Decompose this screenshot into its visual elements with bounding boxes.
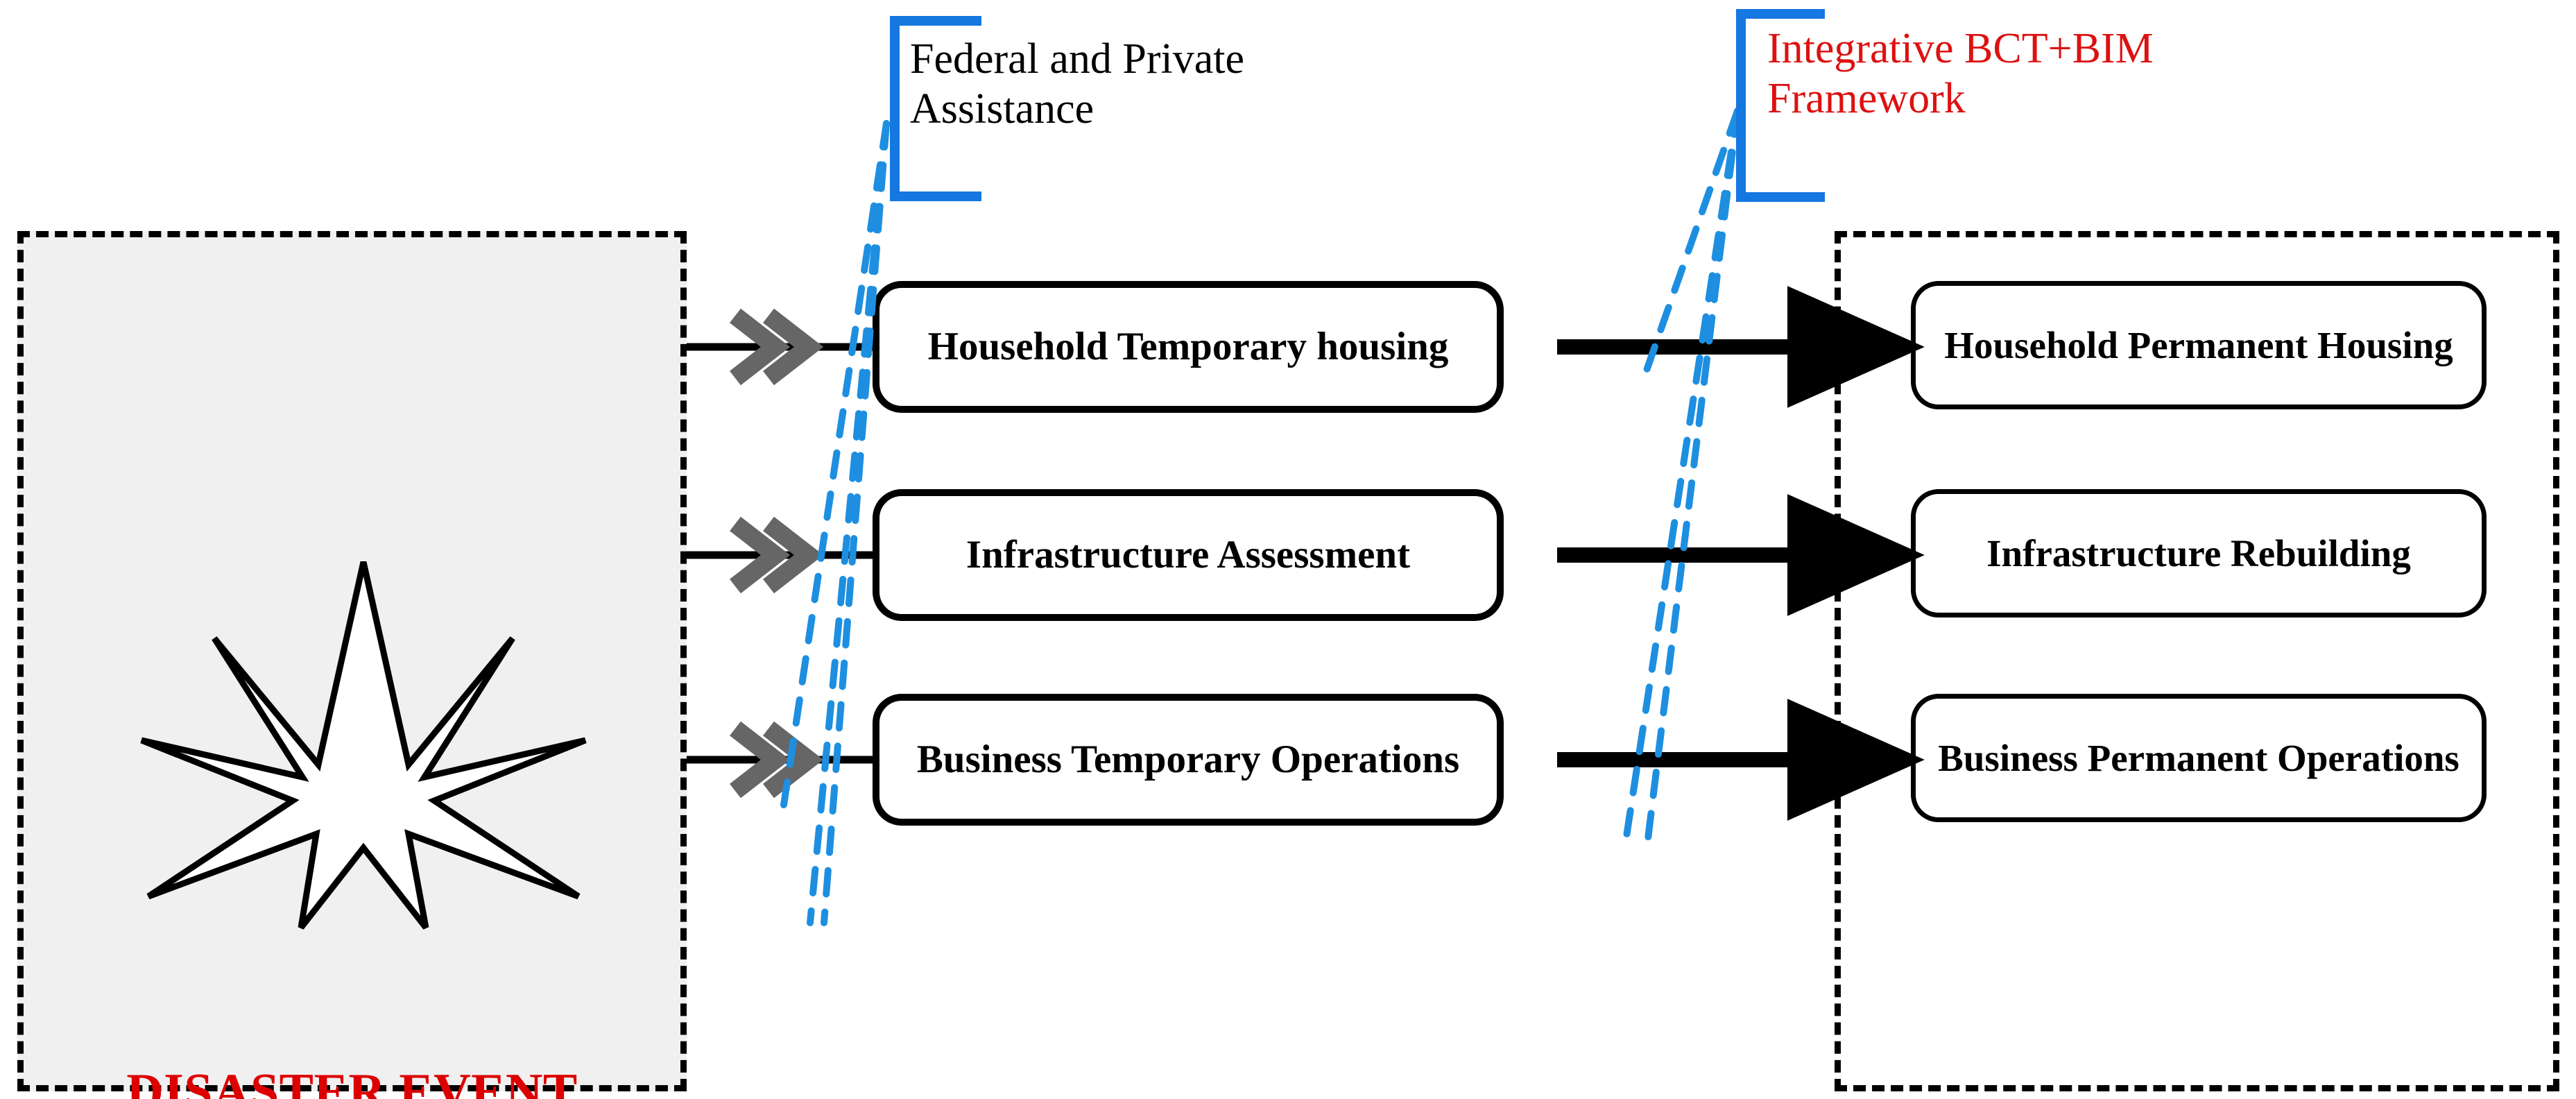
stage-box-household-permanent-housing[interactable]: Household Permanent Housing [1911, 281, 2487, 409]
stage-box-business-permanent-operations[interactable]: Business Permanent Operations [1911, 694, 2487, 822]
disaster-event-zone: DISASTER EVENT [17, 231, 687, 1099]
stage-box-household-temporary-housing[interactable]: Household Temporary housing [873, 281, 1504, 413]
stage-box-label: Business Temporary Operations [916, 738, 1460, 782]
stage-box-label: Business Permanent Operations [1938, 736, 2459, 779]
stage-box-label: Household Temporary housing [927, 325, 1449, 369]
stage-box-infrastructure-assessment[interactable]: Infrastructure Assessment [873, 489, 1504, 621]
annotation-integrative-bct-bim-framework: Integrative BCT+BIM Framework [1767, 25, 2154, 122]
stage-box-business-temporary-operations[interactable]: Business Temporary Operations [873, 694, 1504, 826]
stage-box-label: Infrastructure Rebuilding [1986, 531, 2411, 574]
disaster-event-label: DISASTER EVENT [126, 1064, 578, 1099]
annotation-federal-private-assistance: Federal and Private Assistance [910, 35, 1245, 133]
stage-box-label: Infrastructure Assessment [965, 533, 1411, 577]
disaster-to-temporary-connectors [687, 343, 873, 764]
double-chevron-icon [730, 308, 824, 799]
stage-box-infrastructure-rebuilding[interactable]: Infrastructure Rebuilding [1911, 489, 2487, 617]
stage-box-label: Household Permanent Housing [1944, 323, 2453, 366]
temporary-to-permanent-arrows [1557, 286, 1925, 821]
framework-dashed-links [1621, 108, 1741, 853]
star-burst-icon [140, 561, 587, 930]
federal-assistance-dashed-links [780, 120, 890, 926]
